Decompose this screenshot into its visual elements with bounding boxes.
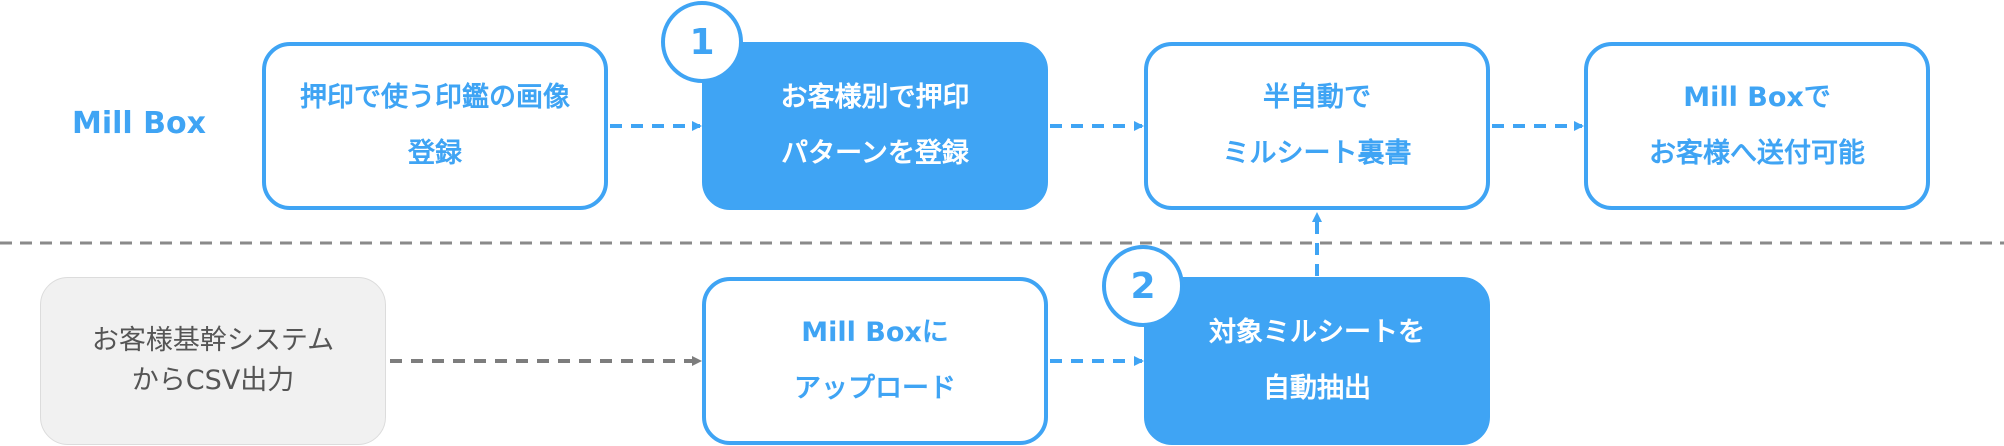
- box-customer-system-csv-line2: からCSV出力: [131, 365, 295, 396]
- box-register-pattern-line2: パターンを登録: [781, 138, 969, 169]
- box-semi-auto-endorse-line1: 半自動で: [1263, 82, 1371, 113]
- step-badge-1: 1: [661, 1, 743, 83]
- box-register-pattern-line1: お客様別で押印: [780, 82, 970, 113]
- box-send-to-customer-line1: Mill Boxで: [1683, 82, 1831, 113]
- box-register-pattern: お客様別で押印 パターンを登録: [702, 42, 1048, 210]
- box-register-seal-image-line1: 押印で使う印鑑の画像: [300, 82, 570, 113]
- box-customer-system-csv: お客様基幹システム からCSV出力: [40, 277, 386, 445]
- box-semi-auto-endorse: 半自動で ミルシート裏書: [1144, 42, 1490, 210]
- box-register-seal-image-line2: 登録: [408, 138, 462, 169]
- step-badge-2: 2: [1102, 245, 1184, 327]
- box-auto-extract-line1: 対象ミルシートを: [1209, 317, 1425, 348]
- box-upload-to-mill-box-line1: Mill Boxに: [801, 317, 949, 348]
- box-register-seal-image: 押印で使う印鑑の画像 登録: [262, 42, 608, 210]
- box-auto-extract: 対象ミルシートを 自動抽出: [1144, 277, 1490, 445]
- box-send-to-customer-line2: お客様へ送付可能: [1649, 138, 1865, 169]
- box-customer-system-csv-line1: お客様基幹システム: [91, 325, 335, 356]
- box-upload-to-mill-box-line2: アップロード: [794, 373, 956, 404]
- box-semi-auto-endorse-line2: ミルシート裏書: [1222, 138, 1412, 169]
- box-upload-to-mill-box: Mill Boxに アップロード: [702, 277, 1048, 445]
- box-send-to-customer: Mill Boxで お客様へ送付可能: [1584, 42, 1930, 210]
- lane-label-mill-box: Mill Box: [72, 106, 206, 141]
- box-auto-extract-line2: 自動抽出: [1263, 373, 1371, 404]
